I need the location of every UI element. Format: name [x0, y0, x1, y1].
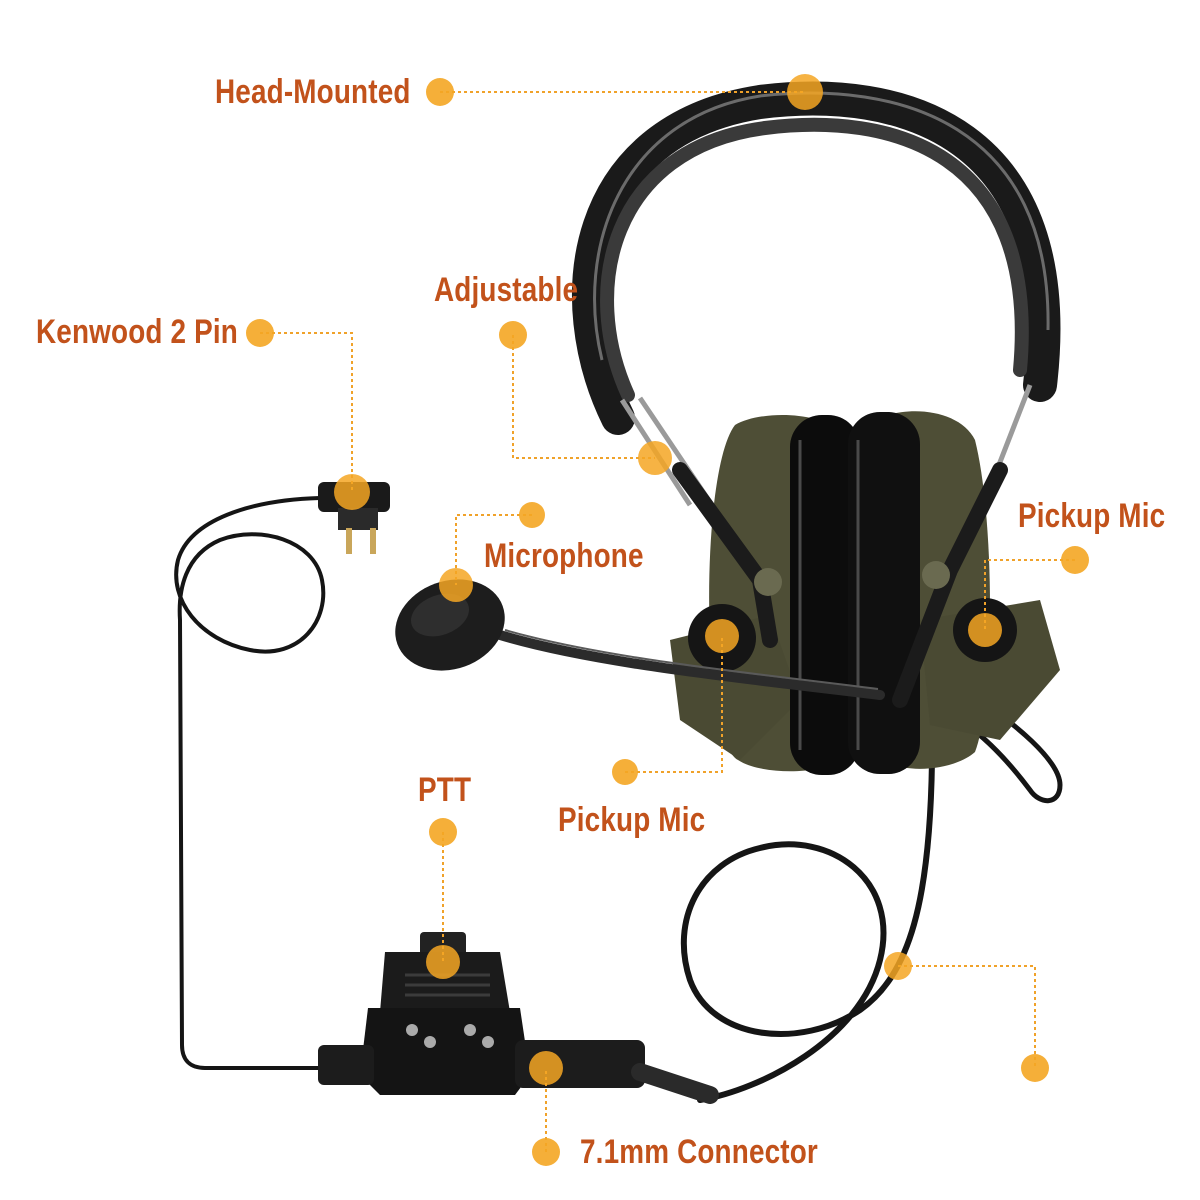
dot-head-mounted-target — [787, 74, 823, 110]
headband — [572, 81, 1061, 507]
label-microphone: Microphone — [484, 537, 644, 575]
dot-head-mounted-label — [426, 78, 454, 106]
right-cup-cable — [957, 702, 1063, 804]
ptt-screw-3 — [464, 1024, 476, 1036]
boom-arm-highlight — [504, 629, 879, 690]
label-head-mounted: Head-Mounted — [215, 73, 411, 111]
kenwood-pin-2 — [370, 528, 376, 554]
label-pickup-mic-right: Pickup Mic — [1018, 497, 1166, 535]
dot-adjustable-label — [499, 321, 527, 349]
dot-cable-target — [884, 952, 912, 980]
kenwood-cable-coil — [174, 496, 332, 1070]
right-arm — [892, 462, 1008, 708]
ptt-screw-4 — [482, 1036, 494, 1048]
ptt-screw-1 — [406, 1024, 418, 1036]
dot-pickup-right-target — [968, 613, 1002, 647]
dot-kenwood-label — [246, 319, 274, 347]
dot-ptt-target — [426, 945, 460, 979]
label-kenwood-2-pin: Kenwood 2 Pin — [36, 313, 238, 351]
dot-ptt-label — [429, 818, 457, 846]
label-adjustable: Adjustable — [434, 271, 579, 309]
mic-foam-shade — [410, 593, 470, 637]
ptt-top-housing — [380, 952, 510, 1012]
boom-arm — [495, 630, 885, 700]
dot-connector-target — [529, 1051, 563, 1085]
leader-kenwood — [260, 332, 353, 492]
kenwood-pin-1 — [346, 528, 352, 554]
headband-outer — [572, 81, 1061, 435]
label-ptt: PTT — [418, 771, 472, 809]
ptt-body — [360, 1008, 530, 1095]
right-knob — [922, 561, 950, 589]
dot-pickup-left-label — [612, 759, 638, 785]
dot-cable-end — [1021, 1054, 1049, 1082]
leader-adjustable — [512, 335, 655, 459]
left-knob — [754, 568, 782, 596]
dot-adjustable-target — [638, 441, 672, 475]
dot-microphone-label — [519, 502, 545, 528]
leader-lines — [260, 91, 1075, 1152]
headband-inner — [600, 117, 1029, 402]
leader-pickup-right — [984, 559, 1075, 630]
kenwood-plug-neck — [338, 508, 378, 530]
headband-highlight — [593, 91, 1050, 361]
ear-cups — [670, 411, 1060, 775]
callout-dots — [246, 74, 1089, 1166]
dot-microphone-target — [439, 568, 473, 602]
label-connector: 7.1mm Connector — [580, 1133, 818, 1171]
label-pickup-mic-left: Pickup Mic — [558, 801, 706, 839]
dot-connector-label — [532, 1138, 560, 1166]
ptt-cable — [680, 757, 935, 1103]
leader-cable — [898, 965, 1036, 1068]
dot-pickup-right-label — [1061, 546, 1089, 574]
strain-relief — [631, 1063, 719, 1104]
dot-pickup-left-target — [705, 619, 739, 653]
cables — [174, 496, 1063, 1103]
ptt-left-plug — [318, 1045, 374, 1085]
ptt-screw-2 — [424, 1036, 436, 1048]
dot-kenwood-target — [334, 474, 370, 510]
right-hanger — [992, 384, 1033, 476]
boom-microphone — [395, 579, 885, 700]
leader-microphone — [455, 514, 532, 585]
leader-pickup-left — [625, 636, 723, 773]
ptt-unit — [318, 932, 719, 1104]
